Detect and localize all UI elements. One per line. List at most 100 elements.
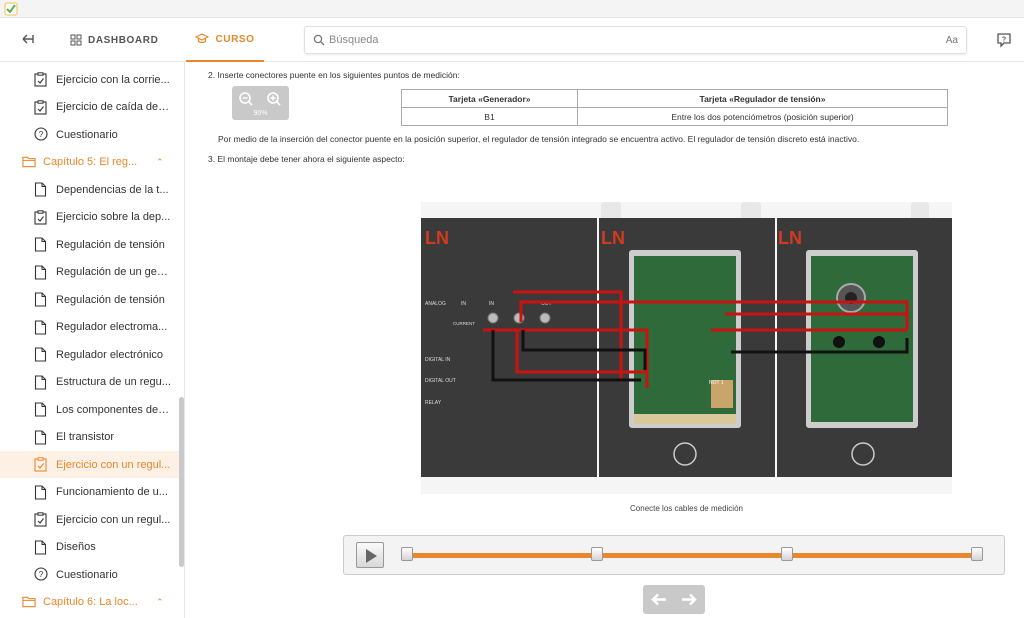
svg-text:?: ?	[1002, 37, 1006, 44]
current-label: CURRENT	[453, 321, 475, 326]
sidebar-item[interactable]: Regulación de tensión	[0, 286, 180, 313]
sidebar-item-label: Cuestionario	[56, 128, 118, 141]
sidebar-item[interactable]: Dependencias de la t...	[0, 176, 180, 203]
sidebar-item[interactable]: Regulador electrónico	[0, 341, 180, 368]
sidebar-item[interactable]: Funcionamiento de u...	[0, 479, 180, 506]
collapse-sidebar-icon[interactable]	[20, 31, 38, 49]
regulator-pcb	[811, 256, 913, 422]
sidebar-scrollbar[interactable]	[179, 397, 184, 567]
sidebar-item[interactable]: Regulación de un gen...	[0, 259, 180, 286]
sidebar-item[interactable]: Diseños	[0, 534, 180, 561]
search-input[interactable]	[325, 28, 946, 52]
sidebar-item-label: Ejercicio sobre la dep...	[56, 211, 171, 223]
exercise-icon	[34, 512, 48, 527]
document-icon	[34, 484, 48, 500]
figure-caption: Conecte los cables de medición	[630, 504, 743, 513]
potentiometer-small	[873, 336, 885, 348]
table-header-row: Tarjeta «Generador» Tarjeta «Regulador d…	[400, 89, 948, 108]
sidebar-item-label: Ejercicio con la corrie...	[56, 73, 170, 86]
table-header-cell: Tarjeta «Generador»	[400, 89, 579, 108]
main-panel	[421, 218, 597, 477]
in-label: IN	[461, 301, 466, 307]
relay-label: RELAY	[425, 400, 442, 406]
document-icon	[34, 182, 48, 197]
step-2-text: 2. Inserte conectores puente en los sigu…	[208, 70, 460, 80]
sidebar-item[interactable]: ? Cuestionario	[0, 121, 180, 148]
sidebar-item[interactable]: Ejercicio sobre la dep...	[0, 204, 180, 231]
sidebar-item[interactable]: Ejercicio de caída de t...	[0, 94, 180, 121]
sidebar-item[interactable]: Regulador electroma...	[0, 314, 180, 341]
sidebar-item-label: Los componentes de l...	[56, 403, 172, 416]
play-button[interactable]	[356, 542, 384, 568]
sidebar-item-label: Ejercicio de caída de t...	[56, 101, 172, 113]
potentiometer-small	[833, 336, 845, 348]
sidebar-item[interactable]: Los componentes de l...	[0, 396, 180, 423]
document-icon	[34, 402, 48, 417]
sidebar-chapter[interactable]: Capítulo 6: La loc...⌃	[0, 589, 180, 616]
timeline-marker[interactable]	[401, 547, 413, 561]
sidebar-item[interactable]: Ejercicio con un regul...	[0, 506, 180, 533]
timeline-marker[interactable]	[590, 547, 603, 561]
sidebar-item-label: Capítulo 5: El reg...	[43, 156, 138, 168]
tab-curso-label: CURSO	[215, 33, 255, 45]
sidebar-item[interactable]: ?Cuestionario	[0, 561, 180, 588]
question-icon: ?	[34, 567, 48, 582]
tab-dashboard-label: DASHBOARD	[88, 34, 159, 46]
exercise-icon	[34, 72, 48, 87]
graduation-cap-icon	[195, 33, 210, 45]
out-label: OUT	[541, 301, 552, 307]
sidebar-item[interactable]: Ejercicio con la corrie...	[0, 66, 180, 93]
card-screw	[673, 442, 697, 466]
table-cell: B1	[400, 107, 579, 126]
document-icon	[34, 292, 48, 307]
tab-curso[interactable]: CURSO	[186, 18, 264, 62]
zoom-out-icon[interactable]	[238, 91, 254, 107]
measurement-points-table: Tarjeta «Generador» Tarjeta «Regulador d…	[400, 89, 948, 126]
font-size-toggle[interactable]: Aa	[945, 34, 958, 46]
sidebar-item[interactable]: Ejercicio con un regul...	[0, 451, 180, 478]
chevron-up-icon[interactable]: ⌃	[156, 156, 164, 167]
sidebar-item-label: Ejercicio con un regul...	[56, 513, 171, 526]
question-icon: ?	[34, 127, 48, 142]
zoom-in-icon[interactable]	[266, 91, 282, 107]
output-socket	[539, 312, 551, 324]
sidebar-item-label: Regulación de tensión	[56, 238, 165, 251]
circuit-setup-image: LN LN LN ANALOG IN IN OUT CURRENT DIGITA…	[421, 202, 952, 494]
document-icon	[34, 264, 48, 280]
sidebar-item[interactable]: El transistor	[0, 424, 180, 451]
card-screw	[851, 442, 875, 466]
sidebar-item[interactable]: Estructura de un regu...	[0, 369, 180, 396]
search-icon	[313, 34, 325, 46]
chevron-up-icon[interactable]: ⌃	[156, 596, 164, 607]
in-label-2: IN	[489, 301, 494, 307]
tab-dashboard[interactable]: DASHBOARD	[70, 18, 158, 62]
timeline-marker[interactable]	[781, 547, 794, 561]
document-icon	[34, 319, 48, 335]
sidebar-chapter[interactable]: Capítulo 5: El reg... ⌃	[0, 149, 180, 176]
step-navigation	[643, 585, 705, 614]
sidebar-item-label: Diseños	[56, 541, 96, 553]
lucas-nuelle-logo: LN	[601, 228, 625, 248]
sidebar-item[interactable]: Regulación de tensión	[0, 231, 180, 258]
resistor-block	[711, 380, 733, 408]
arrow-left-icon[interactable]	[649, 591, 669, 608]
timeline-marker[interactable]	[971, 547, 983, 561]
app-logo-icon	[4, 2, 18, 16]
folder-icon	[22, 155, 36, 170]
sidebar-item-label: Regulación de un gen...	[56, 266, 172, 278]
feedback-icon[interactable]: ?	[996, 32, 1012, 48]
lucas-nuelle-logo: LN	[425, 228, 449, 248]
zoom-controls: 90%	[232, 86, 289, 120]
progress-track[interactable]	[407, 553, 977, 558]
search-bar: Aa	[304, 26, 967, 54]
note-text: Por medio de la inserción del conector p…	[218, 134, 860, 144]
digital-in-label: DIGITAL IN	[425, 357, 451, 363]
input-socket	[487, 312, 499, 324]
sidebar-item-label: Regulador electrónico	[56, 348, 164, 361]
exercise-icon	[34, 99, 48, 115]
sidebar-item-label: Ejercicio con un regul...	[56, 458, 171, 471]
sidebar-item-label: Regulador electroma...	[56, 321, 168, 333]
sidebar-item-label: El transistor	[56, 431, 115, 443]
document-icon	[34, 374, 48, 390]
arrow-right-icon[interactable]	[679, 591, 699, 608]
